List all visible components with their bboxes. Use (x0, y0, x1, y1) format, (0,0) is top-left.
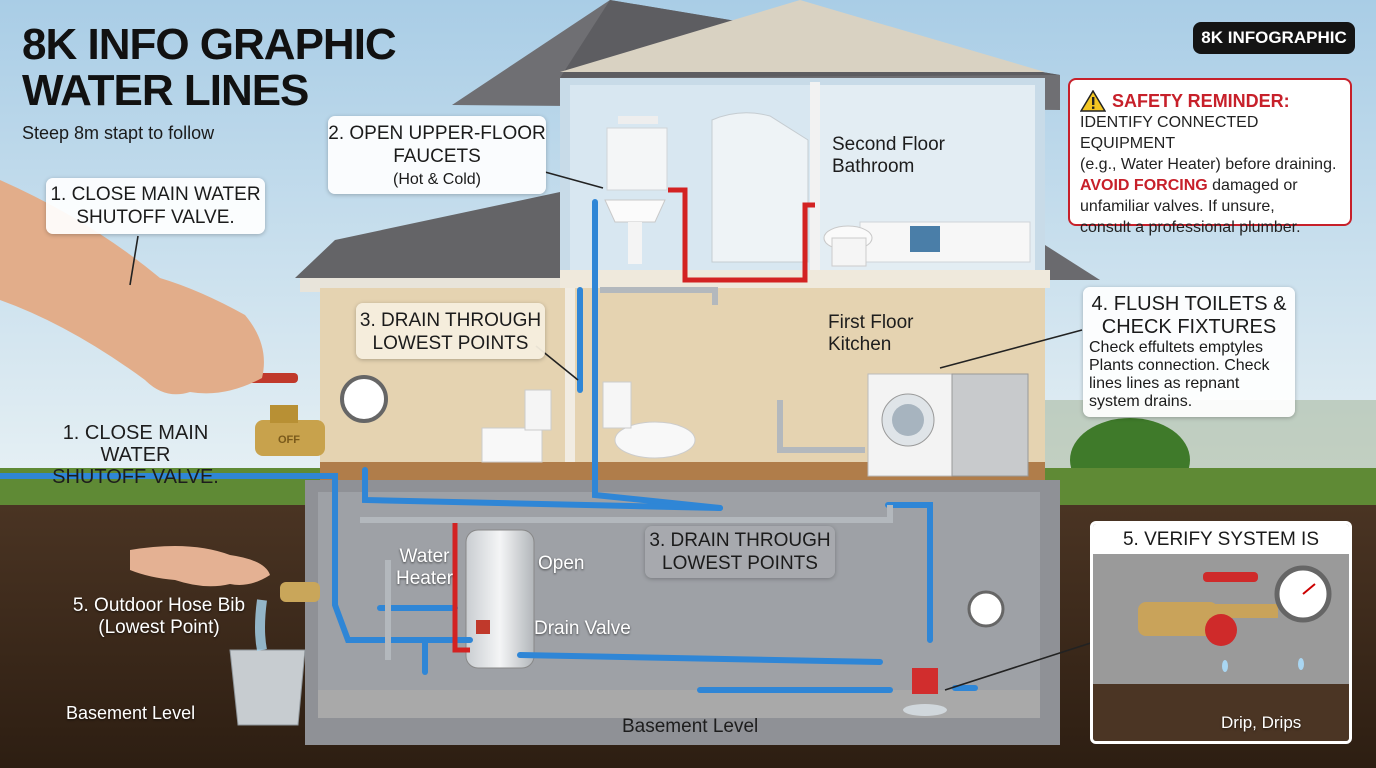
callout-step3-upper-line1: 3. DRAIN THROUGH (359, 310, 542, 331)
label-second-floor-line2: Bathroom (832, 156, 915, 177)
safety-line3-rest: damaged or (1207, 177, 1298, 194)
subtitle: Steep 8m stapt to follow (22, 123, 215, 143)
callout-step4-title-2: CHECK FIXTURES (1101, 316, 1277, 338)
callout-step2-line3: (Hot & Cold) (392, 171, 482, 188)
label-basement-center: Basement Level (622, 716, 759, 737)
callout-step4: 4. FLUSH TOILETS & CHECK FIXTURES Check … (1083, 287, 1295, 417)
label-first-floor-line2: Kitchen (828, 334, 892, 355)
label-first-floor-line1: First Floor (828, 312, 914, 333)
label-step5-outdoor-line1: 5. Outdoor Hose Bib (72, 595, 246, 616)
label-step5-outdoor: 5. Outdoor Hose Bib (Lowest Point) (64, 595, 254, 639)
safety-heading: SAFETY REMINDER: (1080, 90, 1340, 112)
red-valve-handle-icon (1205, 614, 1237, 646)
label-step5-outdoor-line2: (Lowest Point) (98, 617, 220, 638)
label-open: Open (538, 553, 585, 574)
verify-panel-title: 5. VERIFY SYSTEM IS EMPTY (1093, 524, 1349, 582)
callout-step2-line1: 2. OPEN UPPER-FLOOR (328, 123, 546, 144)
label-step1-left-line2: SHUTOFF VALVE. (52, 466, 219, 488)
callout-step4-body-1: Check effultets emptyles (1089, 339, 1264, 356)
label-water-heater-line1: Water (399, 546, 450, 567)
safety-line3: AVOID FORCING damaged or (1080, 175, 1340, 196)
callout-step3-upper-line2: LOWEST POINTS (372, 333, 529, 354)
title-line-2: WATER LINES (22, 66, 309, 115)
drain-valve (912, 668, 938, 694)
main-valve (255, 420, 325, 456)
callout-step1-top-line1: 1. CLOSE MAIN WATER (50, 184, 261, 205)
callout-step4-body-4: system drains. (1089, 393, 1193, 410)
safety-line4: unfamiliar valves. If unsure, (1080, 198, 1275, 215)
drain-pipes (360, 287, 893, 660)
safety-reminder-box: SAFETY REMINDER: IDENTIFY CONNECTED EQUI… (1068, 78, 1352, 236)
callout-step1-top: 1. CLOSE MAIN WATER SHUTOFF VALVE. (46, 178, 265, 234)
callout-step3-lower-line2: LOWEST POINTS (662, 553, 818, 574)
hand-lower (130, 546, 270, 587)
callout-step3-lower: 3. DRAIN THROUGH LOWEST POINTS (645, 526, 835, 578)
bucket (229, 649, 306, 726)
verify-panel-drip: Drip, Drips (1221, 713, 1302, 732)
callout-step4-title-1: 4. FLUSH TOILETS & (1091, 293, 1287, 315)
hot-pipes (452, 187, 815, 653)
label-drain-valve: Drain Valve (534, 618, 631, 639)
callout-step3-lower-line1: 3. DRAIN THROUGH (649, 530, 831, 551)
safety-heading-text: SAFETY REMINDER: (1112, 90, 1290, 111)
title-line-1: 8K INFO GRAPHIC (22, 20, 397, 69)
dishwasher (951, 373, 1029, 477)
label-water-heater-line2: Heater (396, 568, 454, 589)
callout-step4-body-3: lines lines as repnant (1089, 375, 1240, 392)
callout-step4-body-2: Plants connection. Check (1089, 357, 1270, 374)
resolution-badge: 8K INFOGRAPHIC (1193, 22, 1355, 54)
label-water-heater: Water Heater (396, 546, 453, 590)
callout-step2: 2. OPEN UPPER-FLOOR FAUCETS (Hot & Cold) (328, 116, 546, 194)
callout-step1-top-line2: SHUTOFF VALVE. (76, 207, 235, 228)
label-second-floor: Second Floor Bathroom (832, 134, 945, 178)
verify-system-panel: 5. VERIFY SYSTEM IS EMPTY Drip, Drips (1090, 521, 1352, 744)
callout-step3-upper: 3. DRAIN THROUGH LOWEST POINTS (356, 303, 545, 359)
label-second-floor-line1: Second Floor (832, 134, 946, 155)
safety-line2: (e.g., Water Heater) before draining. (1080, 156, 1337, 173)
warning-icon (1080, 90, 1106, 112)
safety-line1: IDENTIFY CONNECTED EQUIPMENT (1080, 114, 1259, 152)
verify-panel-illustration (1093, 554, 1349, 741)
label-first-floor: First Floor Kitchen (828, 312, 914, 356)
water-heater (465, 529, 535, 669)
hose-bib (280, 582, 320, 602)
safety-avoid-text: AVOID FORCING (1080, 177, 1208, 194)
page-title: 8K INFO GRAPHIC WATER LINES (22, 20, 397, 115)
label-step1-left-line1: 1. CLOSE MAIN WATER (62, 422, 209, 466)
label-basement-left: Basement Level (66, 703, 196, 723)
valve-off-text: OFF (278, 434, 300, 446)
safety-line5: consult a professional plumber. (1080, 219, 1301, 236)
label-step1-left: 1. CLOSE MAIN WATER SHUTOFF VALVE. (28, 422, 243, 488)
callout-step2-line2: FAUCETS (393, 146, 481, 167)
